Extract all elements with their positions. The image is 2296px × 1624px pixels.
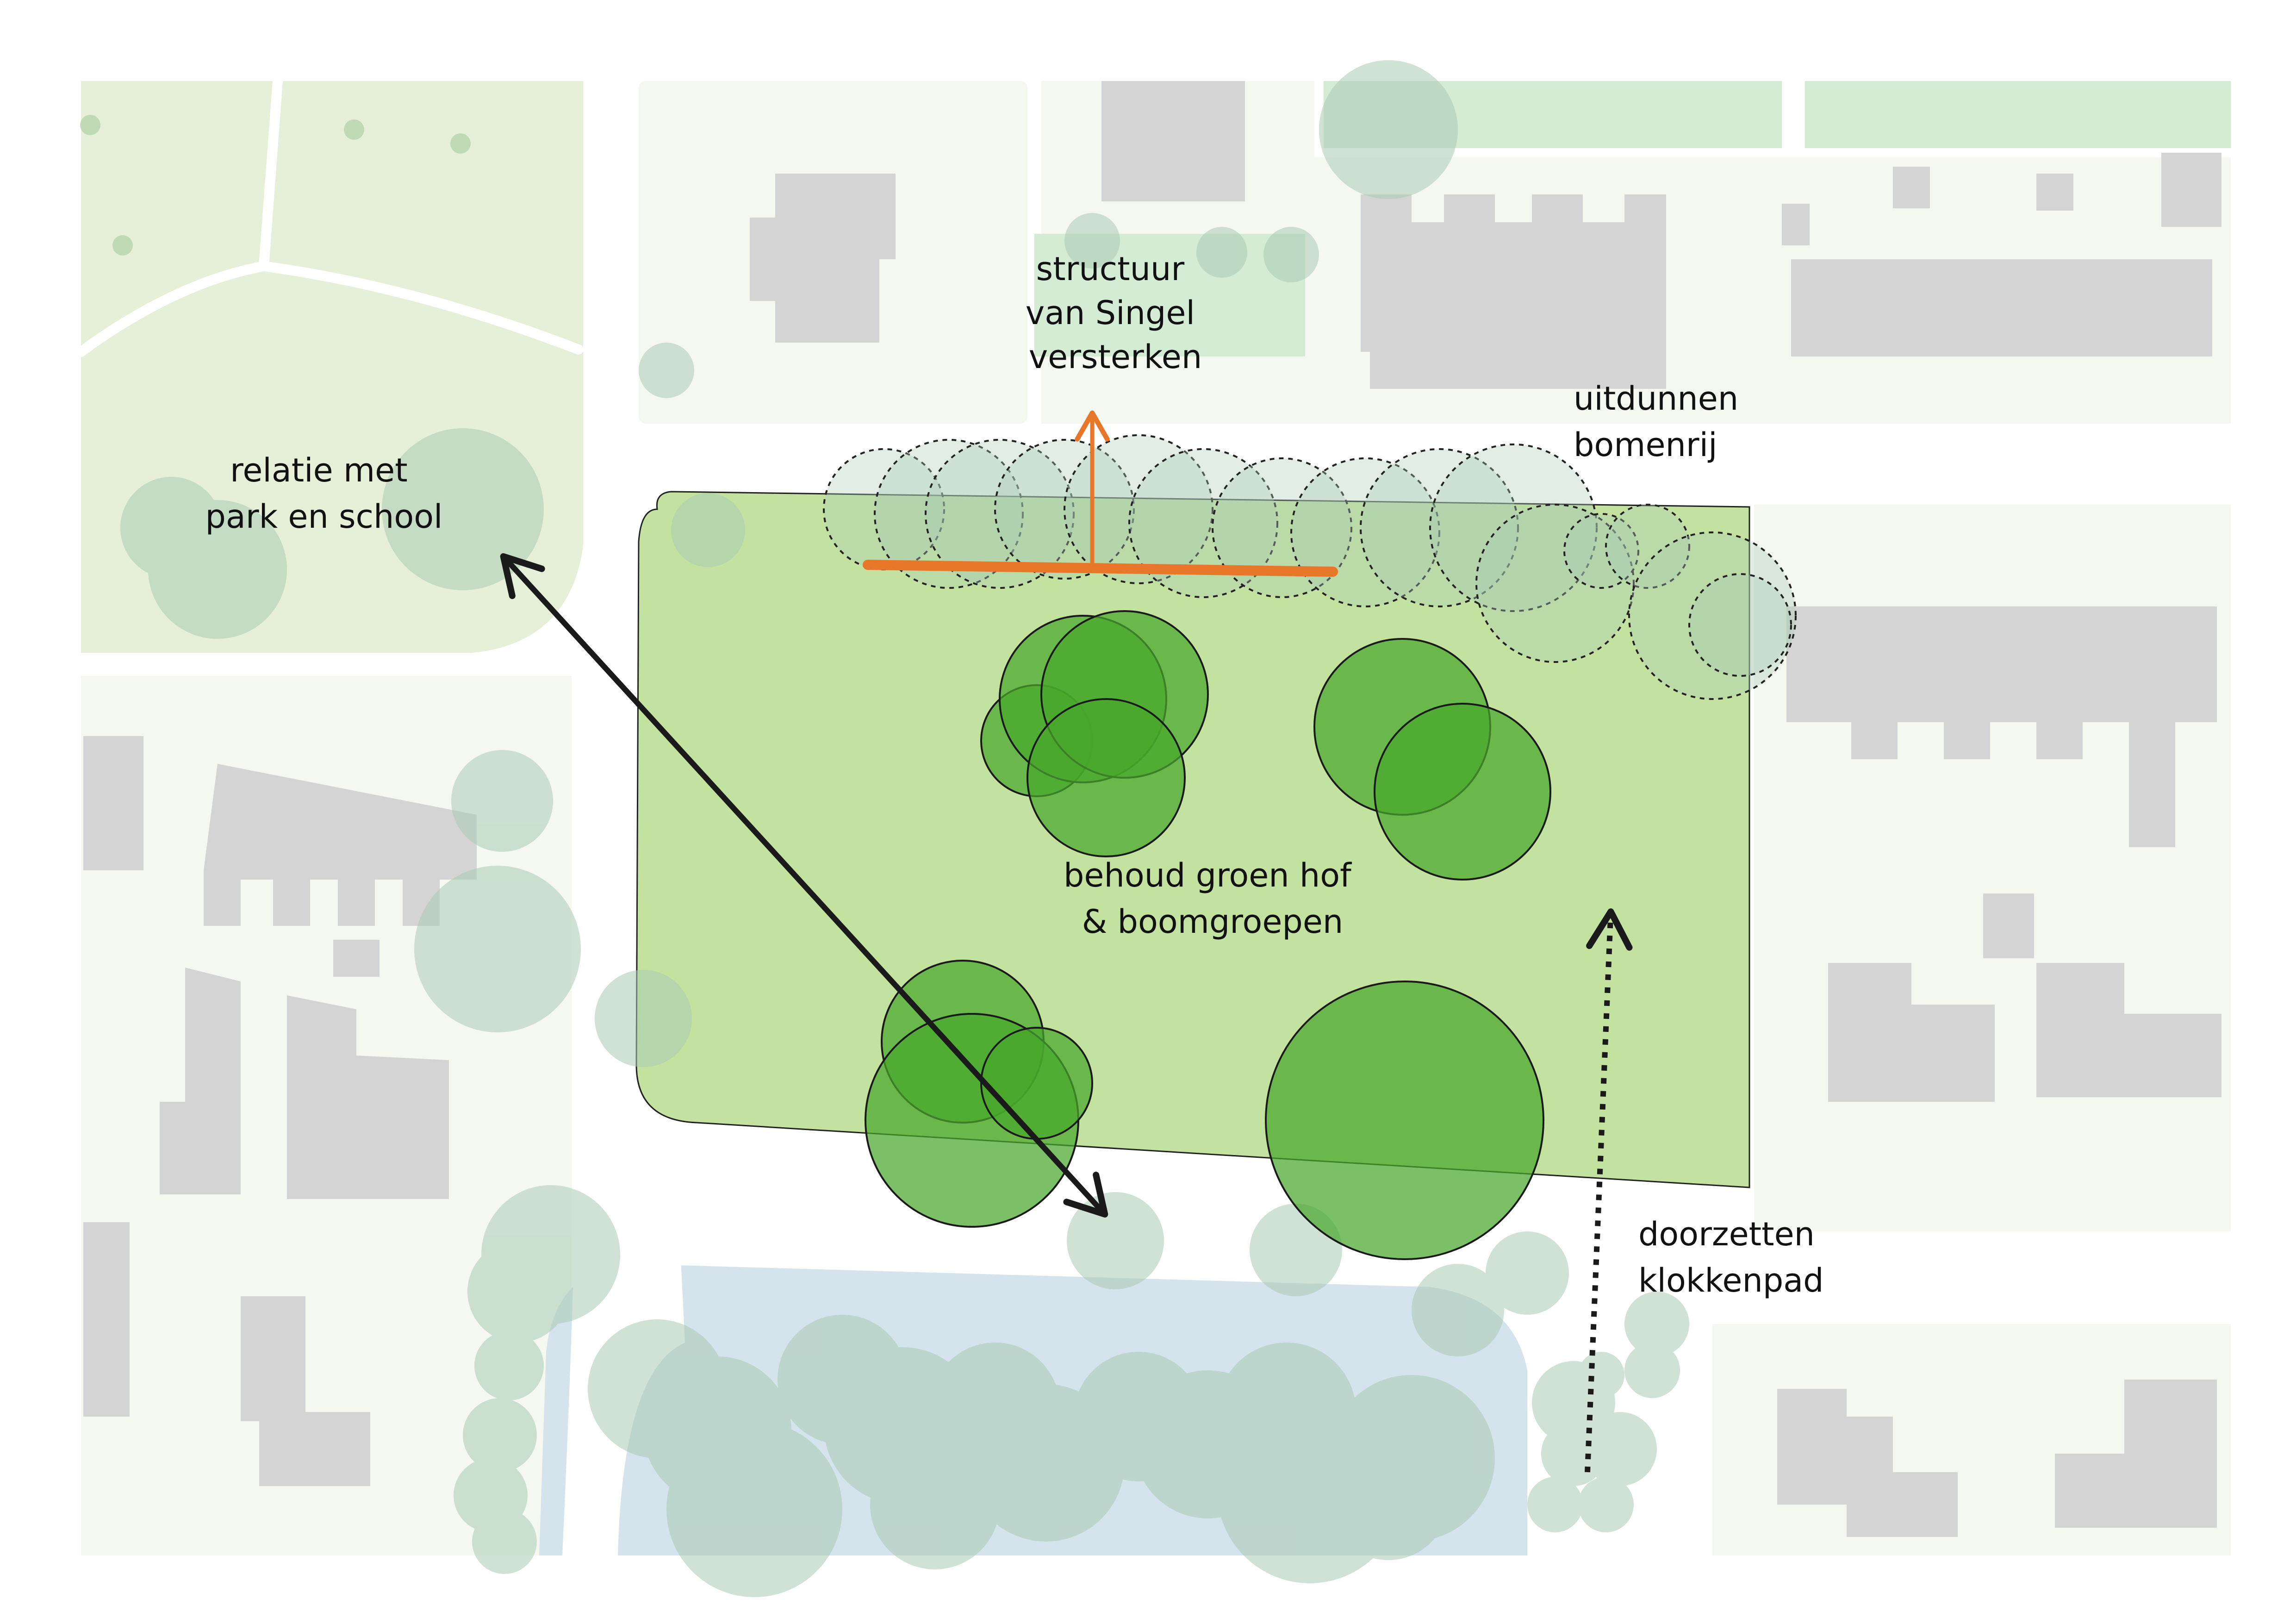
buildings: [83, 81, 2221, 1537]
building: [287, 995, 449, 1199]
building: [750, 174, 896, 343]
building: [241, 1296, 370, 1486]
label-relatie: relatie met park en school: [205, 451, 442, 536]
building: [1791, 259, 2212, 356]
singel-structure-line: [863, 560, 1338, 577]
klokkenpad-arrow: [1585, 908, 1633, 1473]
building: [1786, 606, 2217, 847]
tree-row-to-thin: [823, 434, 1797, 700]
existing-trees: [120, 60, 1689, 1597]
building: [1361, 194, 1666, 389]
building: [2036, 174, 2073, 211]
building: [1893, 167, 1930, 208]
label-structuur: structuur van Singel versterken: [1026, 250, 1205, 376]
park-trees: [80, 115, 471, 256]
building: [1782, 204, 1810, 245]
building: [2161, 153, 2221, 227]
label-behoud: behoud groen hof & boomgroepen: [1064, 856, 1362, 941]
building: [2036, 963, 2221, 1097]
building: [83, 1222, 130, 1417]
building: [1847, 1417, 1958, 1537]
building: [1101, 81, 1245, 201]
building: [1777, 1389, 1847, 1505]
map-labels: structuur van Singel versterken uitdunne…: [205, 250, 1825, 1299]
building: [204, 764, 477, 926]
building: [160, 968, 241, 1194]
label-doorzetten: doorzetten klokkenpad: [1638, 1215, 1825, 1299]
park-paths: [76, 76, 584, 357]
building: [2055, 1380, 2217, 1528]
building: [1828, 963, 1995, 1102]
building: [83, 736, 143, 870]
building: [1983, 893, 2034, 958]
relation-arrow: [500, 553, 1108, 1218]
label-uitdunnen: uitdunnen bomenrij: [1574, 380, 1749, 464]
building: [333, 940, 380, 977]
